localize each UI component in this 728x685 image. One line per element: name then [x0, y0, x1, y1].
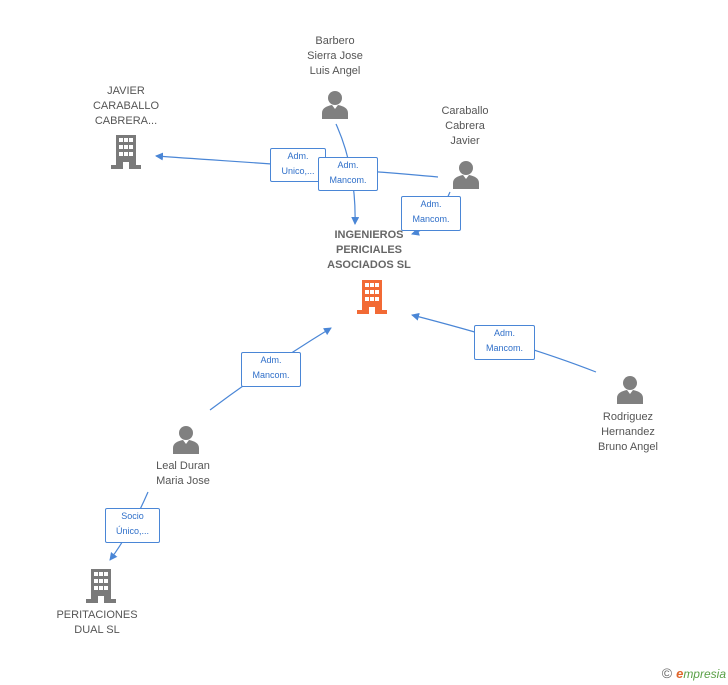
label-line: Maria Jose — [156, 475, 210, 487]
edge-label-line: Adm. — [287, 151, 309, 161]
node-label-rodriguez[interactable]: Rodriguez Hernandez Bruno Angel — [583, 410, 673, 455]
label-line: Javier — [450, 135, 480, 147]
node-label-leal[interactable]: Leal Duran Maria Jose — [138, 459, 228, 489]
label-line: Hernandez — [601, 426, 655, 438]
footer-brand: ©empresia — [662, 665, 726, 681]
person-icon-barbero[interactable] — [322, 91, 348, 119]
label-line: Caraballo — [441, 105, 489, 117]
label-line: JAVIER — [107, 85, 145, 97]
label-line: Bruno Angel — [598, 441, 658, 453]
label-line: PERITACIONES — [56, 609, 138, 621]
label-line: PERICIALES — [335, 244, 402, 256]
node-label-barbero[interactable]: Barbero Sierra Jose Luis Angel — [290, 34, 380, 79]
person-icon-caraballo-javier[interactable] — [453, 161, 479, 189]
edge-label-leal-peritaciones[interactable]: Socio Único,... — [105, 508, 160, 543]
person-icon-rodriguez[interactable] — [617, 376, 643, 404]
label-line: Leal Duran — [156, 460, 210, 472]
label-line: Cabrera — [445, 120, 485, 132]
label-line: CABRERA... — [94, 115, 158, 127]
edge-label-line: Mancom. — [329, 175, 367, 185]
edge-label-line: Mancom. — [412, 214, 450, 224]
edge-label-line: Mancom. — [252, 370, 290, 380]
building-icon-main[interactable] — [357, 280, 387, 314]
edge-label-line: Mancom. — [485, 343, 523, 353]
label-line: DUAL SL — [74, 624, 120, 636]
edge-label-line: Único,... — [115, 526, 149, 536]
edge-label-line: Socio — [121, 511, 144, 521]
building-icon-javier-caraballo[interactable] — [111, 135, 141, 169]
edge-label-rodriguez-main[interactable]: Adm. Mancom. — [474, 325, 535, 360]
edge-label-line: Adm. — [493, 328, 515, 338]
node-label-caraballo-javier[interactable]: Caraballo Cabrera Javier — [420, 104, 510, 149]
edge-label-line: Adm. — [420, 199, 442, 209]
building-icon-peritaciones[interactable] — [86, 569, 116, 603]
node-label-peritaciones[interactable]: PERITACIONES DUAL SL — [50, 608, 144, 638]
edge-label-line: Adm. — [260, 355, 282, 365]
label-line: CARABALLO — [92, 100, 160, 112]
brand-logo-text: mpresia — [683, 667, 726, 681]
edge-label-line: Unico,... — [281, 166, 315, 176]
brand-logo-initial: e — [676, 666, 684, 681]
node-label-main[interactable]: INGENIEROS PERICIALES ASOCIADOS SL — [316, 228, 422, 273]
edge-label-barbero-main[interactable]: Adm. Mancom. — [318, 157, 378, 191]
label-line: INGENIEROS — [334, 229, 404, 241]
label-line: Barbero — [315, 35, 355, 47]
edge-label-leal-main[interactable]: Adm. Mancom. — [241, 352, 301, 387]
label-line: Rodriguez — [602, 411, 654, 423]
label-line: Sierra Jose — [307, 50, 363, 62]
node-label-javier-caraballo[interactable]: JAVIER CARABALLO CABRERA... — [84, 84, 168, 129]
label-line: Luis Angel — [309, 65, 361, 77]
edge-label-line: Adm. — [337, 160, 359, 170]
copyright-symbol: © — [661, 665, 673, 681]
label-line: ASOCIADOS SL — [327, 259, 411, 271]
person-icon-leal[interactable] — [173, 426, 199, 454]
edge-label-caraballo-main[interactable]: Adm. Mancom. — [401, 196, 461, 231]
